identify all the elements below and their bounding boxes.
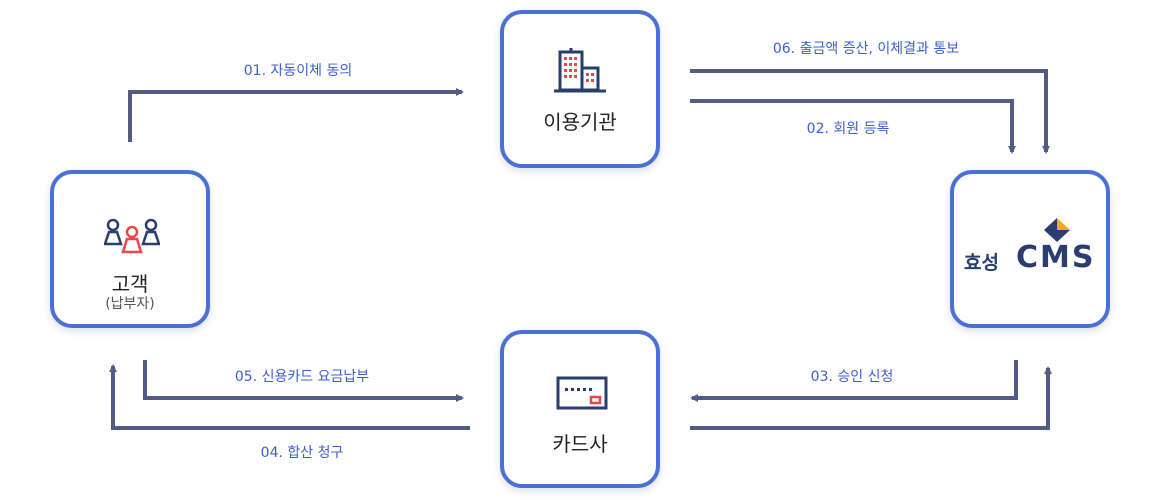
arrow-01 xyxy=(128,88,464,142)
customer-subtitle: (납부자) xyxy=(105,296,155,312)
cms-logo-korean: 효성 xyxy=(964,252,999,274)
step-03-label: 03. 승인 신청 xyxy=(810,369,894,385)
step-02-label: 02. 회원 등록 xyxy=(806,121,890,137)
card-company-title: 카드사 xyxy=(552,432,608,456)
institution-node: 이용기관 xyxy=(500,10,660,168)
arrow-03 xyxy=(690,360,1018,402)
diamond-logo-icon xyxy=(1044,218,1070,242)
customer-title: 고객 xyxy=(111,272,149,296)
people-icon xyxy=(104,218,160,254)
arrow-03-return xyxy=(690,366,1052,430)
arrow-05 xyxy=(143,360,464,402)
cms-node: 효성 CMS xyxy=(950,170,1110,328)
arrow-02 xyxy=(690,99,1016,154)
step-01-label: 01. 자동이체 동의 xyxy=(243,63,353,79)
arrow-04 xyxy=(109,364,470,430)
cms-logo-english: CMS xyxy=(1016,240,1096,275)
step-06-label: 06. 출금액 증산, 이체결과 통보 xyxy=(772,41,960,57)
institution-title: 이용기관 xyxy=(543,110,617,134)
card-reader-icon xyxy=(556,376,608,410)
arrow-06 xyxy=(690,69,1050,154)
customer-node: 고객 (납부자) xyxy=(50,170,210,328)
step-04-label: 04. 합산 청구 xyxy=(260,445,344,461)
card-company-node: 카드사 xyxy=(500,330,660,488)
building-icon xyxy=(554,48,606,93)
step-05-label: 05. 신용카드 요금납부 xyxy=(234,369,370,385)
